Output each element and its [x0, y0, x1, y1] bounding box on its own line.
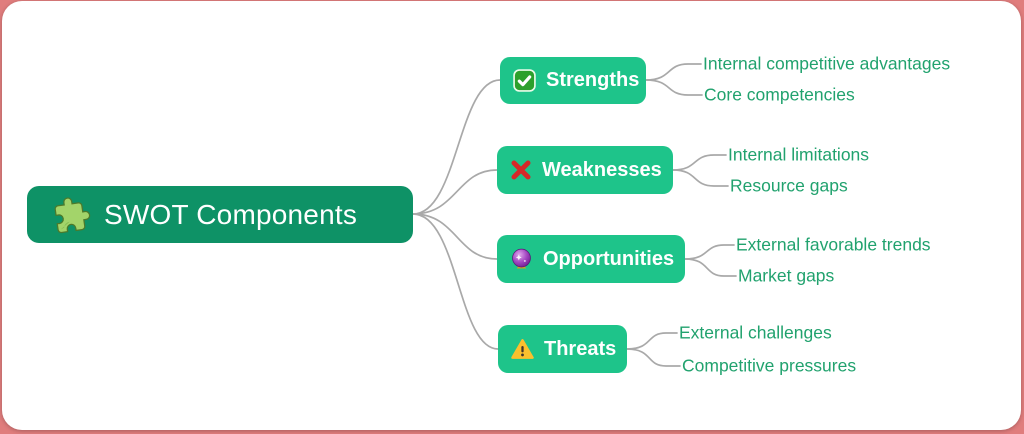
root-node-label: SWOT Components [104, 198, 358, 230]
leaf-node[interactable]: Internal limitations [728, 144, 870, 165]
branch-node-opportunities[interactable]: Opportunities [497, 235, 685, 283]
leaf-node[interactable]: Internal competitive advantages [703, 53, 951, 74]
leaf-node[interactable]: Resource gaps [730, 175, 848, 196]
leaf-node[interactable]: External challenges [679, 322, 832, 343]
warning-icon [510, 337, 535, 362]
leaf-node[interactable]: Competitive pressures [682, 355, 857, 376]
root-node-swot-components[interactable]: SWOT Components [27, 186, 413, 243]
puzzle-icon [53, 196, 91, 234]
branch-label: Strengths [546, 69, 640, 91]
branch-node-weaknesses[interactable]: Weaknesses [497, 146, 673, 194]
leaf-node[interactable]: External favorable trends [736, 234, 931, 255]
cross-mark-icon [509, 158, 533, 182]
branch-label: Opportunities [543, 247, 675, 270]
branch-label: Threats [544, 337, 617, 360]
branch-label: Weaknesses [542, 158, 662, 181]
crystal-ball-icon [509, 247, 534, 272]
branch-node-strengths[interactable]: Strengths [500, 57, 646, 104]
check-mark-icon [512, 68, 537, 93]
branch-node-threats[interactable]: Threats [498, 325, 627, 373]
leaf-node[interactable]: Core competencies [704, 84, 855, 105]
leaf-node[interactable]: Market gaps [738, 265, 835, 286]
